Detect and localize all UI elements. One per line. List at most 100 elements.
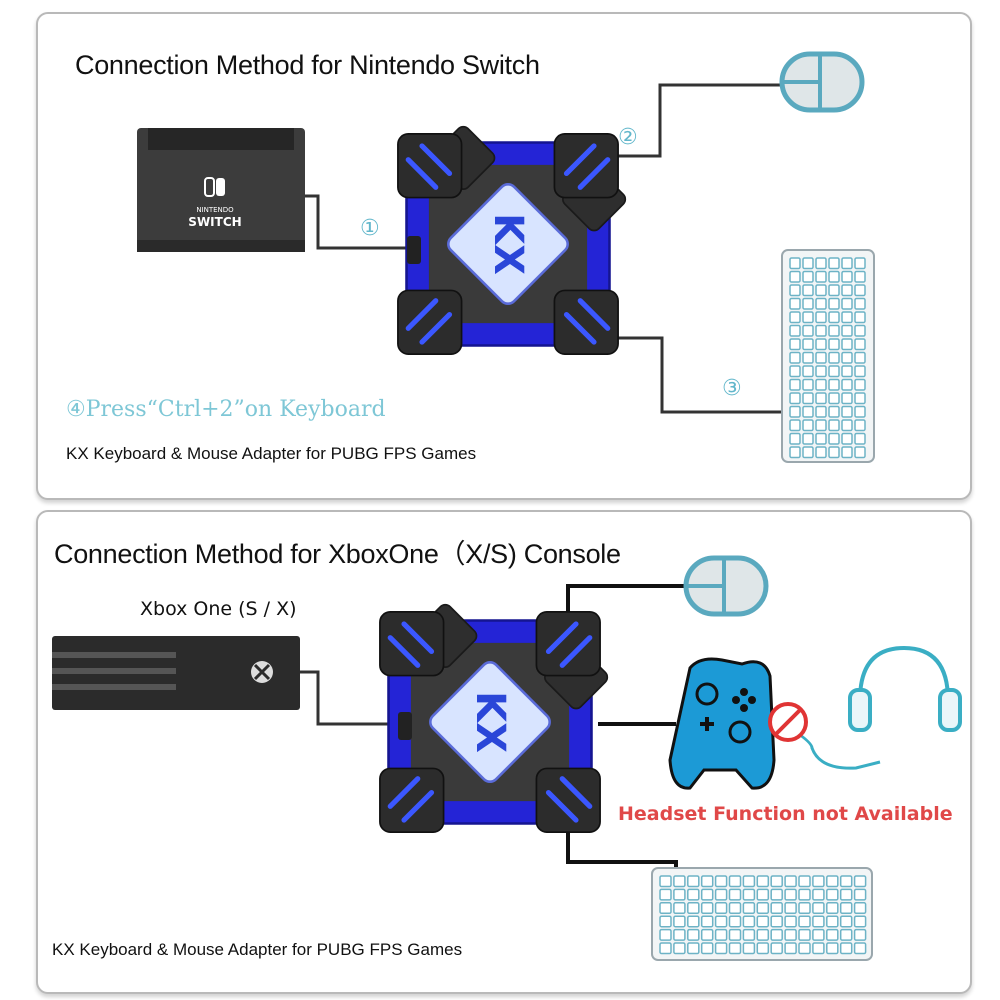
headset-warning: Headset Function not Available — [618, 803, 953, 825]
keyboard-key — [798, 875, 811, 888]
keyboard-key — [789, 365, 801, 378]
keyboard-key — [756, 928, 770, 941]
port-marker-3: ③ — [722, 376, 742, 401]
keyboard-key — [784, 902, 797, 915]
keyboard-key — [714, 888, 728, 901]
keyboard-key — [673, 928, 686, 941]
keyboard-key — [802, 446, 814, 459]
keyboard-key — [802, 270, 814, 283]
keyboard-key — [841, 257, 853, 270]
keyboard-key — [714, 928, 728, 941]
keyboard-key — [770, 928, 783, 941]
keyboard-key — [853, 875, 867, 888]
not-available-icon — [768, 702, 808, 742]
keyboard-key — [839, 875, 853, 888]
keyboard-key — [815, 311, 827, 324]
keyboard-key — [854, 446, 866, 459]
keyboard-key — [789, 378, 801, 391]
keyboard-key — [854, 351, 866, 364]
switch-section-title: Connection Method for Nintendo Switch — [75, 50, 540, 80]
keyboard-key — [789, 324, 801, 337]
keyboard-key — [854, 311, 866, 324]
mouse-icon-2 — [686, 558, 766, 614]
keyboard-key — [826, 928, 839, 941]
keyboard-key — [802, 392, 814, 405]
keyboard-key — [854, 257, 866, 270]
keyboard-key — [770, 888, 783, 901]
keyboard-key — [854, 405, 866, 418]
keyboard-key — [798, 928, 811, 941]
keyboard-key — [815, 338, 827, 351]
keyboard-key — [853, 915, 867, 928]
keyboard-key — [828, 432, 840, 445]
keyboard-key — [728, 928, 742, 941]
keyboard-key — [756, 875, 770, 888]
keyboard-key — [841, 365, 853, 378]
keyboard-key — [770, 902, 783, 915]
keyboard-key — [687, 902, 700, 915]
keyboard-key — [798, 902, 811, 915]
keyboard-key — [802, 257, 814, 270]
keyboard-key — [789, 432, 801, 445]
keyboard-icon — [781, 249, 875, 463]
keyboard-key — [853, 888, 867, 901]
keyboard-key — [826, 902, 839, 915]
keyboard-key — [673, 888, 686, 901]
keyboard-key — [659, 915, 672, 928]
keyboard-key — [802, 297, 814, 310]
keyboard-key — [659, 875, 672, 888]
keyboard-key — [789, 419, 801, 432]
keyboard-key — [728, 888, 742, 901]
keyboard-key — [742, 888, 756, 901]
keyboard-key — [687, 875, 700, 888]
keyboard-key — [802, 378, 814, 391]
keyboard-key — [812, 928, 825, 941]
keyboard-key — [802, 284, 814, 297]
keyboard-key — [700, 888, 714, 901]
keyboard-key — [673, 915, 686, 928]
keyboard-icon-2 — [651, 867, 873, 961]
keyboard-key — [839, 928, 853, 941]
keyboard-key — [756, 902, 770, 915]
keyboard-key — [854, 324, 866, 337]
keyboard-key — [687, 928, 700, 941]
keyboard-key — [828, 405, 840, 418]
keyboard-key — [784, 942, 797, 955]
keyboard-key — [841, 284, 853, 297]
keyboard-key — [815, 351, 827, 364]
xbox-one-console-icon — [52, 636, 300, 710]
keyboard-key — [828, 378, 840, 391]
keyboard-key — [815, 257, 827, 270]
keyboard-key — [742, 915, 756, 928]
keyboard-key — [789, 297, 801, 310]
keyboard-key — [815, 284, 827, 297]
keyboard-key — [828, 257, 840, 270]
keyboard-key — [802, 419, 814, 432]
keyboard-key — [854, 392, 866, 405]
keyboard-key — [687, 915, 700, 928]
keyboard-key — [673, 902, 686, 915]
keyboard-key — [789, 257, 801, 270]
keyboard-key — [728, 875, 742, 888]
keyboard-key — [839, 902, 853, 915]
keyboard-key — [789, 351, 801, 364]
nintendo-switch-dock-icon — [137, 128, 305, 252]
keyboard-key — [839, 888, 853, 901]
keyboard-key — [770, 942, 783, 955]
keyboard-key — [854, 419, 866, 432]
keyboard-key — [854, 432, 866, 445]
keyboard-key — [828, 446, 840, 459]
keyboard-key — [789, 338, 801, 351]
keyboard-key — [841, 392, 853, 405]
keyboard-key — [784, 875, 797, 888]
keyboard-key — [841, 297, 853, 310]
keyboard-key — [659, 942, 672, 955]
keyboard-key — [756, 888, 770, 901]
keyboard-key — [770, 875, 783, 888]
keyboard-key — [828, 324, 840, 337]
keyboard-key — [828, 338, 840, 351]
keyboard-key — [854, 270, 866, 283]
keyboard-key — [687, 942, 700, 955]
keyboard-key — [784, 928, 797, 941]
keyboard-key — [728, 915, 742, 928]
